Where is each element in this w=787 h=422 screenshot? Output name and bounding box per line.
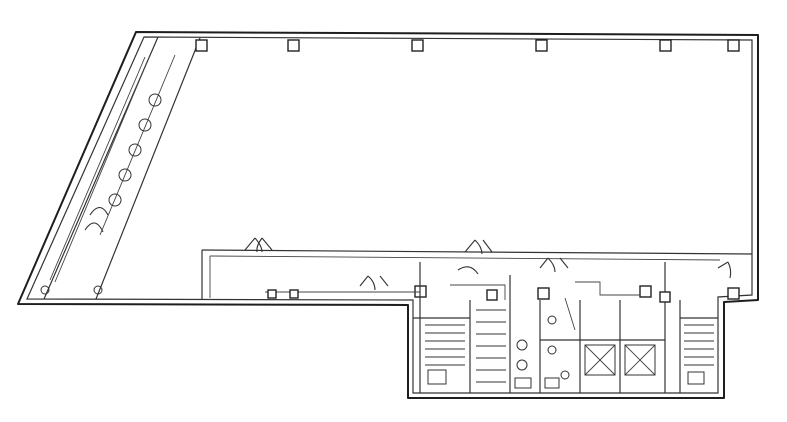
column: [411, 39, 424, 52]
inner-wall-line: [26, 36, 753, 394]
outer-wall: [17, 31, 759, 399]
left-terrace: [40, 36, 201, 300]
doors: [244, 237, 732, 291]
columns: [195, 39, 740, 300]
door-swing: [359, 275, 376, 291]
door-swing: [482, 239, 493, 253]
door-swing: [717, 261, 732, 279]
column: [537, 287, 550, 300]
door-swing: [379, 275, 389, 287]
column: [535, 39, 548, 52]
column: [727, 287, 740, 300]
stair-left: [425, 324, 465, 385]
restroom-fixtures: [514, 315, 570, 389]
stair-right: [684, 324, 714, 385]
core-area: [413, 262, 718, 393]
terrace-planters: [40, 93, 162, 295]
elevators: [584, 344, 656, 376]
corridor-top-wall: [201, 249, 753, 255]
door-swing: [464, 239, 483, 255]
elevator-car: [584, 344, 616, 376]
exterior-walls: [17, 31, 759, 399]
column: [639, 285, 652, 298]
terrace-rail: [54, 54, 151, 283]
corridor-inner-line: [209, 255, 721, 261]
corridor: [201, 249, 753, 300]
column: [287, 39, 300, 52]
column: [195, 39, 208, 52]
column: [659, 39, 672, 52]
door-swing: [256, 237, 273, 253]
door-swing: [559, 257, 569, 269]
shaft-column: [476, 309, 506, 383]
column: [727, 39, 740, 52]
door-swing: [244, 237, 263, 253]
terrace-rail-2: [49, 56, 146, 281]
elevator-car: [624, 344, 656, 376]
door-swing: [539, 257, 556, 273]
terrace-inner-edge-2: [95, 37, 201, 300]
